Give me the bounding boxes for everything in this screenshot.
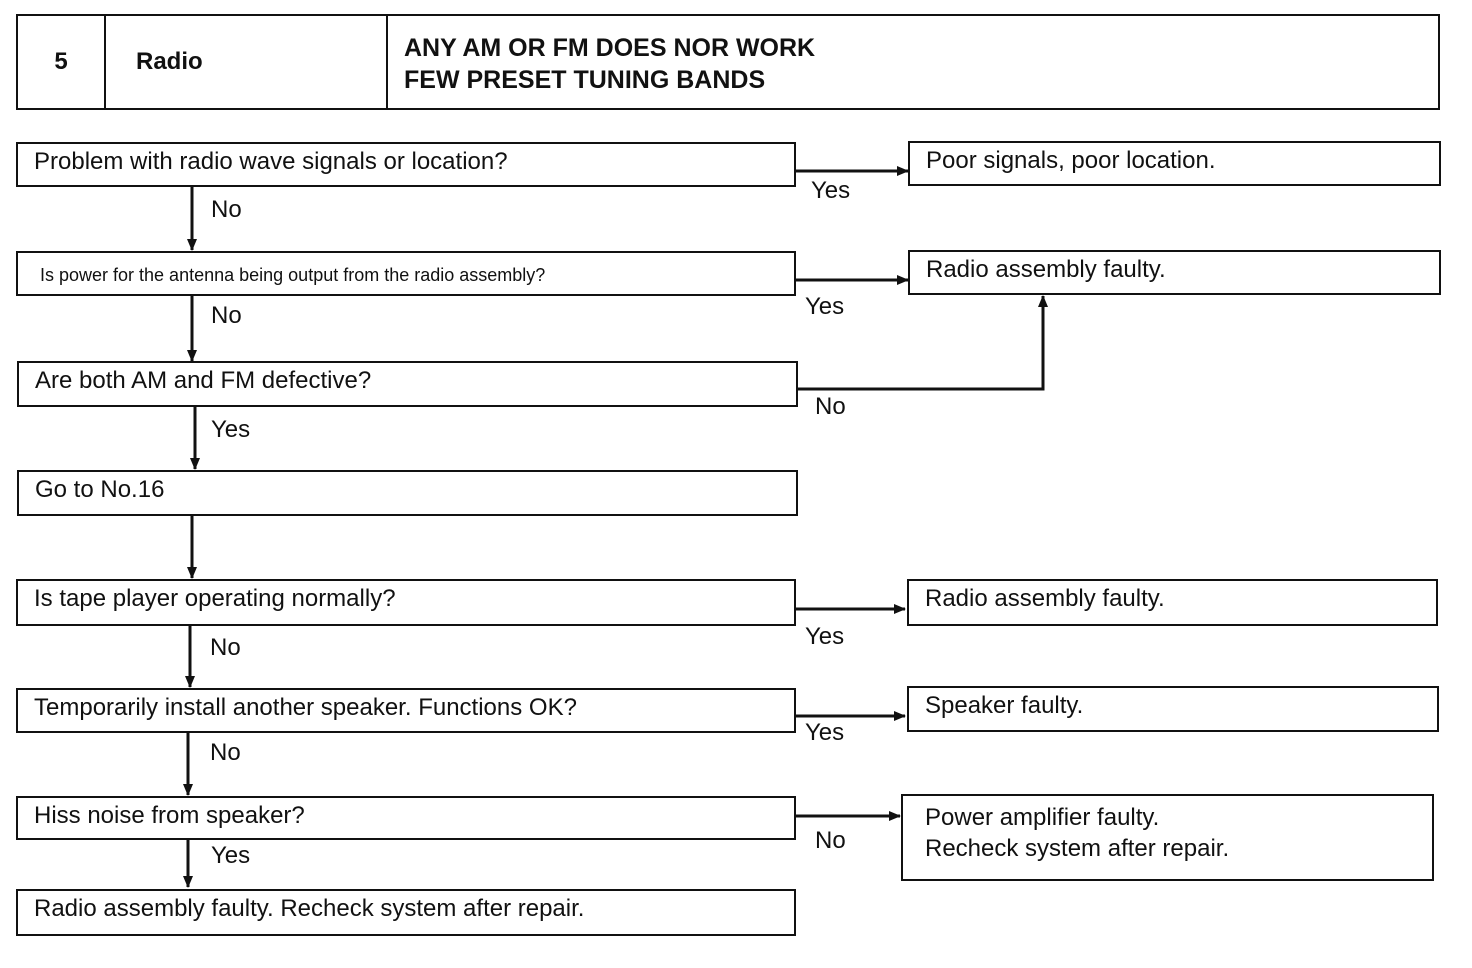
step-q7-box: Hiss noise from speaker? [16,796,796,840]
section-title: Radio [104,16,388,108]
arrow-q3-no [798,295,1048,391]
label-q5-yes: Yes [805,623,845,650]
result-r7-line-1: Power amplifier faulty. [925,804,1160,831]
step-goto-box: Go to No.16 [17,470,798,516]
symptom-line-2: FEW PRESET TUNING BANDS [404,66,766,94]
section-number: 5 [18,16,106,108]
step-q2-box: Is power for the antenna being output fr… [16,251,796,296]
symptom-description: ANY AM OR FM DOES NOR WORK FEW PRESET TU… [404,32,815,96]
label-q6-yes: Yes [805,719,845,746]
result-r1-box: Poor signals, poor location. [908,141,1441,186]
step-q1-box: Problem with radio wave signals or locat… [16,142,796,187]
symptom-line-1: ANY AM OR FM DOES NOR WORK [404,34,816,62]
label-q7-no: No [815,827,846,854]
label-q5-no: No [210,634,241,661]
header-table: 5 Radio ANY AM OR FM DOES NOR WORK FEW P… [16,14,1440,110]
result-r5-box: Radio assembly faulty. [907,579,1438,626]
step-q3-box: Are both AM and FM defective? [17,361,798,407]
result-r7-line-2: Recheck system after repair. [925,835,1230,862]
step-q5-box: Is tape player operating normally? [16,579,796,626]
step-q6-box: Temporarily install another speaker. Fun… [16,688,796,733]
result-r7-box: Power amplifier faulty. Recheck system a… [901,794,1434,881]
label-q1-yes: Yes [811,177,851,204]
label-q3-yes: Yes [211,416,251,443]
label-q7-yes: Yes [211,842,251,869]
result-r6-box: Speaker faulty. [907,686,1439,732]
label-q2-yes: Yes [805,293,845,320]
final-result-box: Radio assembly faulty. Recheck system af… [16,889,796,936]
result-r2-box: Radio assembly faulty. [908,250,1441,295]
label-q6-no: No [210,739,241,766]
label-q3-no: No [815,393,846,420]
label-q1-no: No [211,196,242,223]
label-q2-no: No [211,302,242,329]
